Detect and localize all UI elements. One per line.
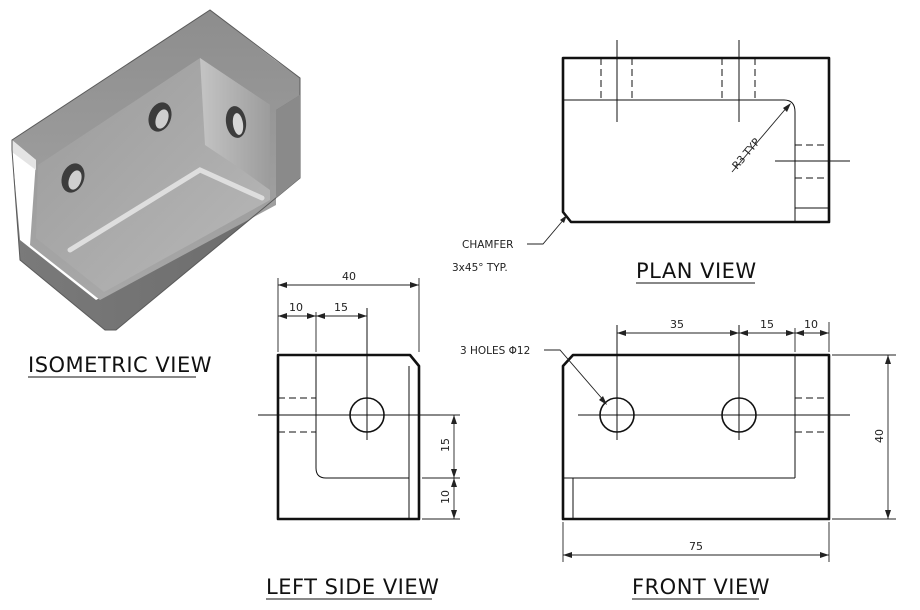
iso-right-wall-face	[276, 95, 300, 198]
iso-hole-1-inner	[68, 170, 82, 190]
radius-leader	[731, 105, 789, 173]
front-dim-35-label: 35	[670, 318, 684, 331]
iso-fillet-highlight	[67, 167, 265, 253]
radius-note: R3 TYP	[730, 136, 763, 172]
left-dim-10-15-arrows	[278, 313, 367, 319]
left-outline	[276, 353, 421, 521]
front-dim-75-label: 75	[689, 540, 703, 553]
front-dim-15-label: 15	[760, 318, 774, 331]
iso-hole-3-inner	[232, 113, 244, 135]
isometric-view	[11, 9, 301, 331]
front-view	[544, 322, 896, 562]
holes-leader	[544, 349, 606, 403]
iso-edge-outline	[11, 9, 301, 331]
left-side-view	[258, 278, 460, 521]
chamfer-note-line1: CHAMFER	[462, 239, 513, 251]
holes-note: 3 HOLES Φ12	[460, 345, 530, 357]
left-pocket-edge	[315, 355, 410, 519]
front-dim-40v-label: 40	[873, 429, 886, 443]
holes-leader-arrow	[599, 396, 607, 405]
left-dim-10v-label: 10	[439, 490, 452, 504]
left-dim-15v-label: 15	[439, 438, 452, 452]
chamfer-leader-arrow	[560, 215, 567, 223]
iso-chamfer-highlight	[12, 140, 36, 170]
radius-leader-arrow	[783, 103, 791, 112]
left-dim-10-label: 10	[289, 301, 303, 314]
plan-outline	[561, 56, 831, 224]
front-dim-10-label: 10	[804, 318, 818, 331]
front-outline	[561, 353, 831, 521]
isometric-view-title: ISOMETRIC VIEW	[28, 353, 212, 377]
plan-view-title: PLAN VIEW	[636, 259, 757, 283]
left-dim-40-label: 40	[342, 270, 356, 283]
left-dim-15-label: 15	[334, 301, 348, 314]
plan-view: R3 TYP	[527, 40, 850, 245]
plan-fillet-edge	[783, 99, 796, 222]
iso-hole-2-inner	[155, 109, 169, 129]
left-side-view-title: LEFT SIDE VIEW	[266, 575, 439, 599]
chamfer-leader	[527, 217, 566, 245]
front-dim-top-arrows	[617, 330, 829, 336]
front-view-title: FRONT VIEW	[632, 575, 770, 599]
chamfer-note-line2: 3x45° TYP.	[452, 262, 508, 274]
